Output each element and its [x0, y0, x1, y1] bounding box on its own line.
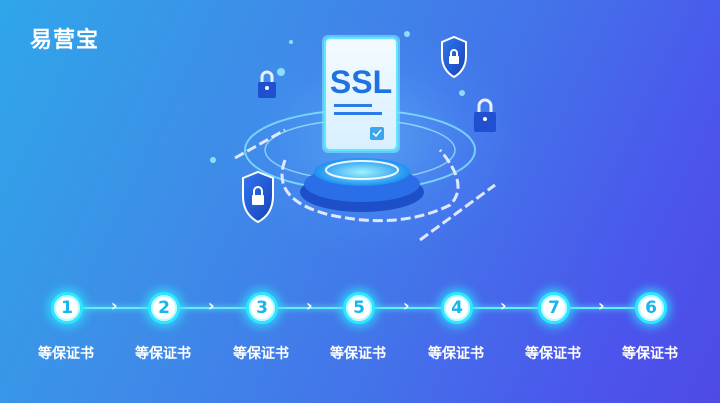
step-label: 等保证书 — [622, 346, 678, 362]
step-number-badge: 7 — [538, 292, 570, 324]
step-number-badge: 1 — [51, 292, 83, 324]
step-label: 等保证书 — [428, 346, 484, 362]
step-label: 等保证书 — [525, 346, 581, 362]
shield-lock-icon — [441, 35, 467, 79]
step-number-badge: 3 — [246, 292, 278, 324]
step-number-badge: 2 — [148, 292, 180, 324]
chevron-right-icon: › — [598, 296, 605, 315]
padlock-icon — [258, 70, 276, 98]
chevron-right-icon: › — [403, 296, 410, 315]
chevron-right-icon: › — [500, 296, 507, 315]
step-label: 等保证书 — [135, 346, 191, 362]
ssl-certificate-icon: SSL — [322, 35, 400, 153]
step-number-badge: 4 — [441, 292, 473, 324]
step-number-badge: 6 — [635, 292, 667, 324]
chevron-right-icon: › — [111, 296, 118, 315]
step-number-badge: 5 — [343, 292, 375, 324]
step-label: 等保证书 — [38, 346, 94, 362]
brand-logo: 易营宝 — [30, 28, 100, 53]
step-label: 等保证书 — [233, 346, 289, 362]
padlock-icon — [474, 98, 496, 132]
podium-icon — [300, 158, 424, 212]
chevron-right-icon: › — [306, 296, 313, 315]
chain-icon — [234, 128, 496, 242]
svg-text:SSL: SSL — [330, 64, 392, 100]
ssl-hero-illustration: SSL — [210, 31, 496, 242]
chevron-right-icon: › — [208, 296, 215, 315]
step-label: 等保证书 — [330, 346, 386, 362]
shield-lock-icon — [242, 170, 274, 224]
